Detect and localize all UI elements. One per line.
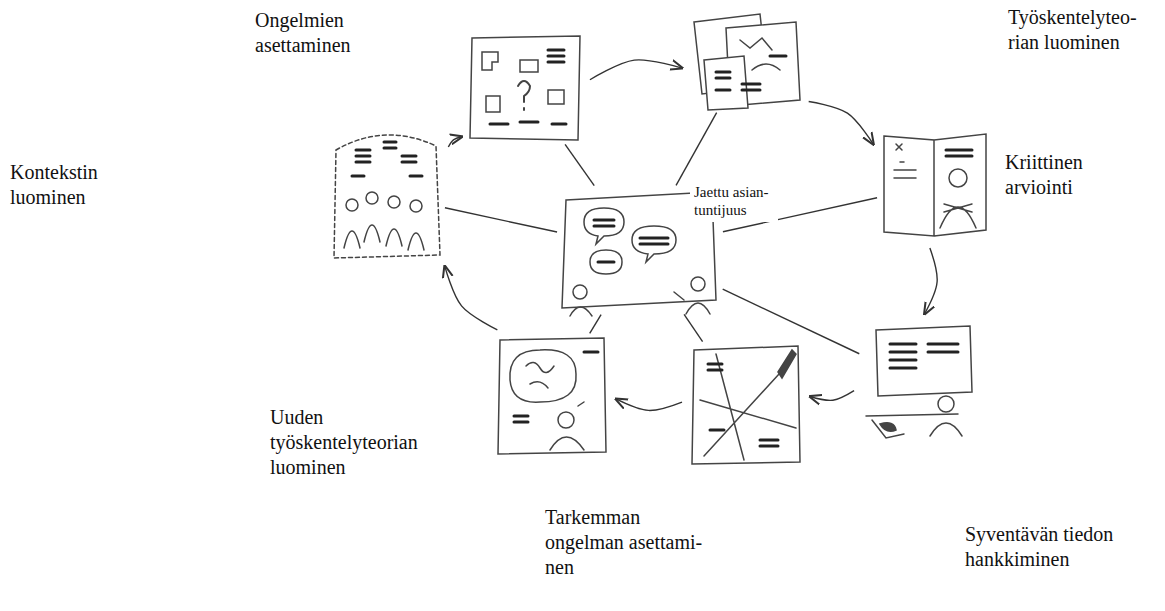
cloud-outline: [334, 135, 440, 258]
stage-node: Uuden työskentelyteorian luominen: [496, 336, 608, 456]
head: [938, 396, 954, 412]
head: [949, 169, 967, 187]
text-marks: [946, 150, 972, 156]
head: [410, 200, 422, 212]
stage-node: Kontekstin luominen: [330, 130, 442, 260]
cycle-arrow: [809, 101, 874, 144]
question-mark: [518, 81, 530, 110]
text-marks: [890, 344, 958, 368]
sheet-frame: [470, 36, 580, 140]
body: [940, 204, 976, 228]
cycle-arrow: [810, 391, 854, 401]
context-sketch: [334, 135, 440, 258]
connector-line: [684, 314, 702, 341]
pencil: [778, 350, 796, 378]
head: [691, 277, 705, 291]
stage-node: Työskentelyteo- rian luominen: [690, 10, 802, 110]
stage-node: Tarkemman ongelman asettami- nen: [690, 344, 802, 466]
bodies: [344, 225, 424, 250]
text-marks: [708, 364, 778, 446]
new-theory-sketch: [498, 338, 606, 454]
thought-shapes: [526, 362, 554, 388]
cycle-arrow: [445, 266, 498, 330]
stage-node: Kriittinen arviointi: [880, 130, 990, 240]
book: [880, 423, 896, 431]
stage-node: Jaettu asian- tuntijuus: [560, 188, 720, 312]
sheet-frame: [498, 338, 606, 454]
head: [558, 412, 574, 428]
knowledge-sketch: [866, 326, 972, 438]
stage-label: Ongelmien asettaminen: [255, 8, 367, 58]
stage-label: Työskentelyteo- rian luominen: [1008, 5, 1154, 55]
connector-line: [676, 113, 717, 186]
theory-sketch: [694, 14, 800, 110]
sheet-frame: [692, 346, 800, 464]
connector-line: [445, 208, 557, 232]
sketches: [334, 14, 986, 464]
stage-label: Kontekstin luominen: [10, 160, 118, 210]
connector-line: [565, 144, 594, 185]
text-marks: [594, 220, 668, 262]
text-marks: [490, 50, 566, 124]
open-book: [884, 134, 986, 236]
body: [550, 402, 584, 450]
scribble: [740, 38, 780, 70]
stage-label: Uuden työskentelyteorian luominen: [270, 405, 442, 480]
text-marks: [716, 56, 786, 90]
head: [388, 196, 400, 208]
desk: [866, 414, 962, 438]
cycle-arrow: [616, 399, 682, 410]
problem-sketch: [470, 36, 580, 140]
stage-node: Syventävän tiedon hankkiminen: [862, 322, 976, 442]
stage-label: Tarkemman ongelman asettami- nen: [545, 505, 717, 580]
head: [346, 199, 358, 211]
evaluation-sketch: [884, 134, 986, 236]
connector-line: [590, 315, 601, 334]
refined-problem-sketch: [692, 346, 800, 464]
stage-label: Syventävän tiedon hankkiminen: [965, 522, 1157, 572]
text-marks: [514, 352, 598, 422]
cycle-arrow: [590, 60, 682, 80]
stage-label: Jaettu asian- tuntijuus: [690, 180, 778, 222]
cycle-arrow: [925, 248, 938, 314]
thought-bubble: [510, 350, 576, 402]
cross-mark: [894, 144, 916, 178]
text-marks: [352, 142, 422, 176]
bodies: [570, 292, 710, 316]
stage-node: Ongelmien asettaminen: [468, 34, 582, 142]
head: [366, 192, 378, 204]
head: [573, 285, 587, 299]
screen: [876, 326, 972, 396]
connector-line: [723, 289, 860, 354]
cycle-arrow: [448, 137, 461, 147]
stage-label: Kriittinen arviointi: [1005, 150, 1109, 200]
